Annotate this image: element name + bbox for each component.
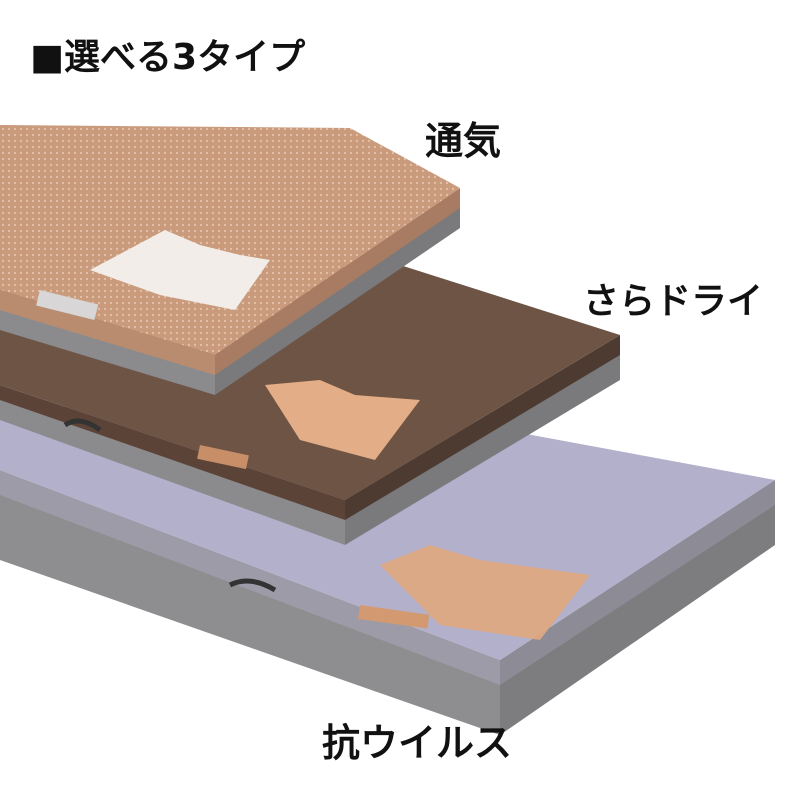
mattress-ventilated bbox=[0, 125, 460, 395]
type-label-sara-dry: さらドライ bbox=[583, 281, 764, 322]
type-label-antiviral: 抗ウイルス bbox=[322, 721, 513, 765]
type-label-ventilated: 通気 bbox=[425, 119, 502, 163]
page-title: ■選べる3タイプ bbox=[30, 37, 306, 78]
